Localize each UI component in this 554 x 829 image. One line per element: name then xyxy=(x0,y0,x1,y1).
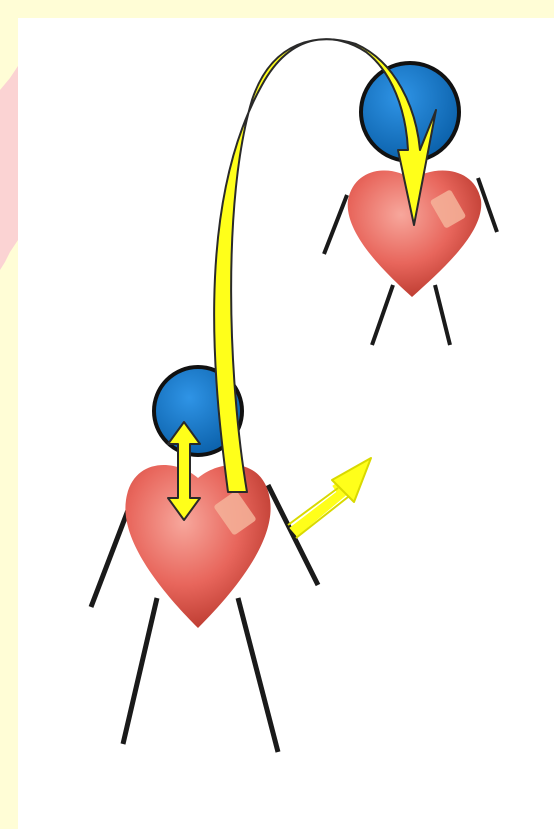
side-tab xyxy=(0,66,18,270)
white-panel xyxy=(18,18,554,829)
